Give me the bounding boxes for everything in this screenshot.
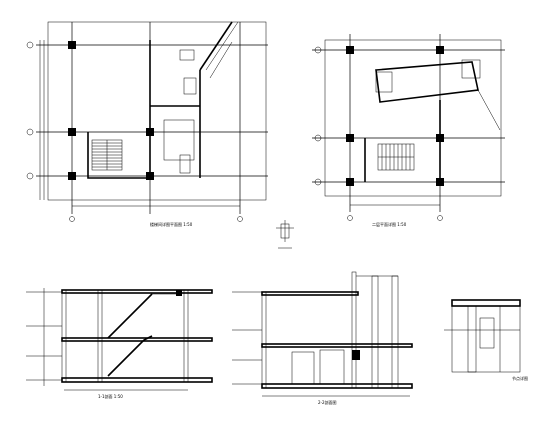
section-b-title: 2-2剖面图	[318, 399, 337, 405]
node-detail: 节点详图	[444, 299, 528, 381]
plan-b-stair	[377, 143, 415, 171]
plan-b-floor-detail: 二层平面详图 1:50	[312, 34, 505, 227]
section-a-title: 1-1剖面 1:50	[98, 393, 123, 399]
section-a: 1-1剖面 1:50	[26, 288, 213, 399]
detail-title: 节点详图	[512, 375, 528, 381]
small-node-symbol	[276, 220, 294, 249]
plan-b-title: 二层平面详图 1:50	[372, 221, 407, 227]
plan-a-stair	[91, 139, 123, 171]
section-b: 2-2剖面图	[232, 271, 413, 405]
plan-a-title: 楼梯间详图平面图 1:50	[150, 221, 193, 227]
plan-a-stair-detail: 楼梯间详图平面图 1:50	[26, 21, 268, 227]
